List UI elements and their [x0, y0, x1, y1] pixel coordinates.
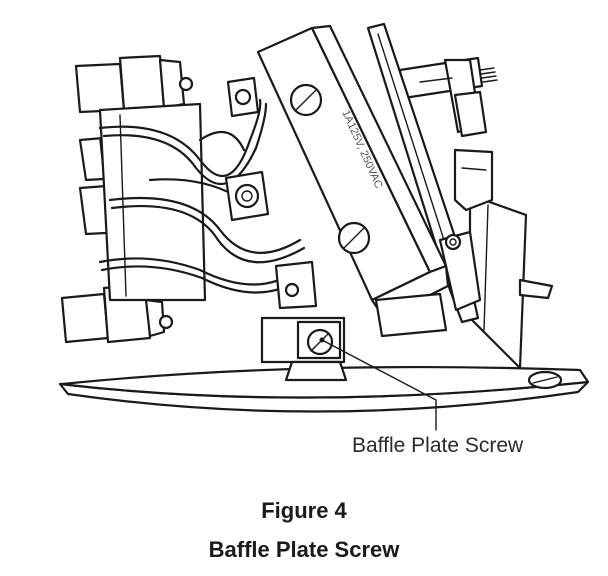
thermostat-assembly-diagram: 1A125V, 250VAC — [58, 22, 590, 431]
base-screw — [527, 370, 563, 390]
adjustment-screw-assembly — [398, 56, 498, 138]
wires — [98, 98, 306, 294]
baffle-plate — [453, 148, 554, 370]
terminal-nut — [224, 76, 270, 222]
terminal-blocks — [60, 54, 207, 344]
callout-leader — [319, 337, 437, 431]
base-plate — [58, 365, 590, 413]
callout-label: Baffle Plate Screw — [352, 434, 524, 457]
baffle-screw-bracket — [260, 316, 348, 382]
switch-terminals — [274, 260, 448, 338]
microswitch: 1A125V, 250VAC — [256, 24, 450, 320]
figure-caption: Figure 4 Baffle Plate Screw — [0, 497, 608, 564]
figure-title: Baffle Plate Screw — [208, 537, 400, 562]
mounting-plate — [366, 22, 482, 324]
figure-number: Figure 4 — [261, 498, 347, 523]
